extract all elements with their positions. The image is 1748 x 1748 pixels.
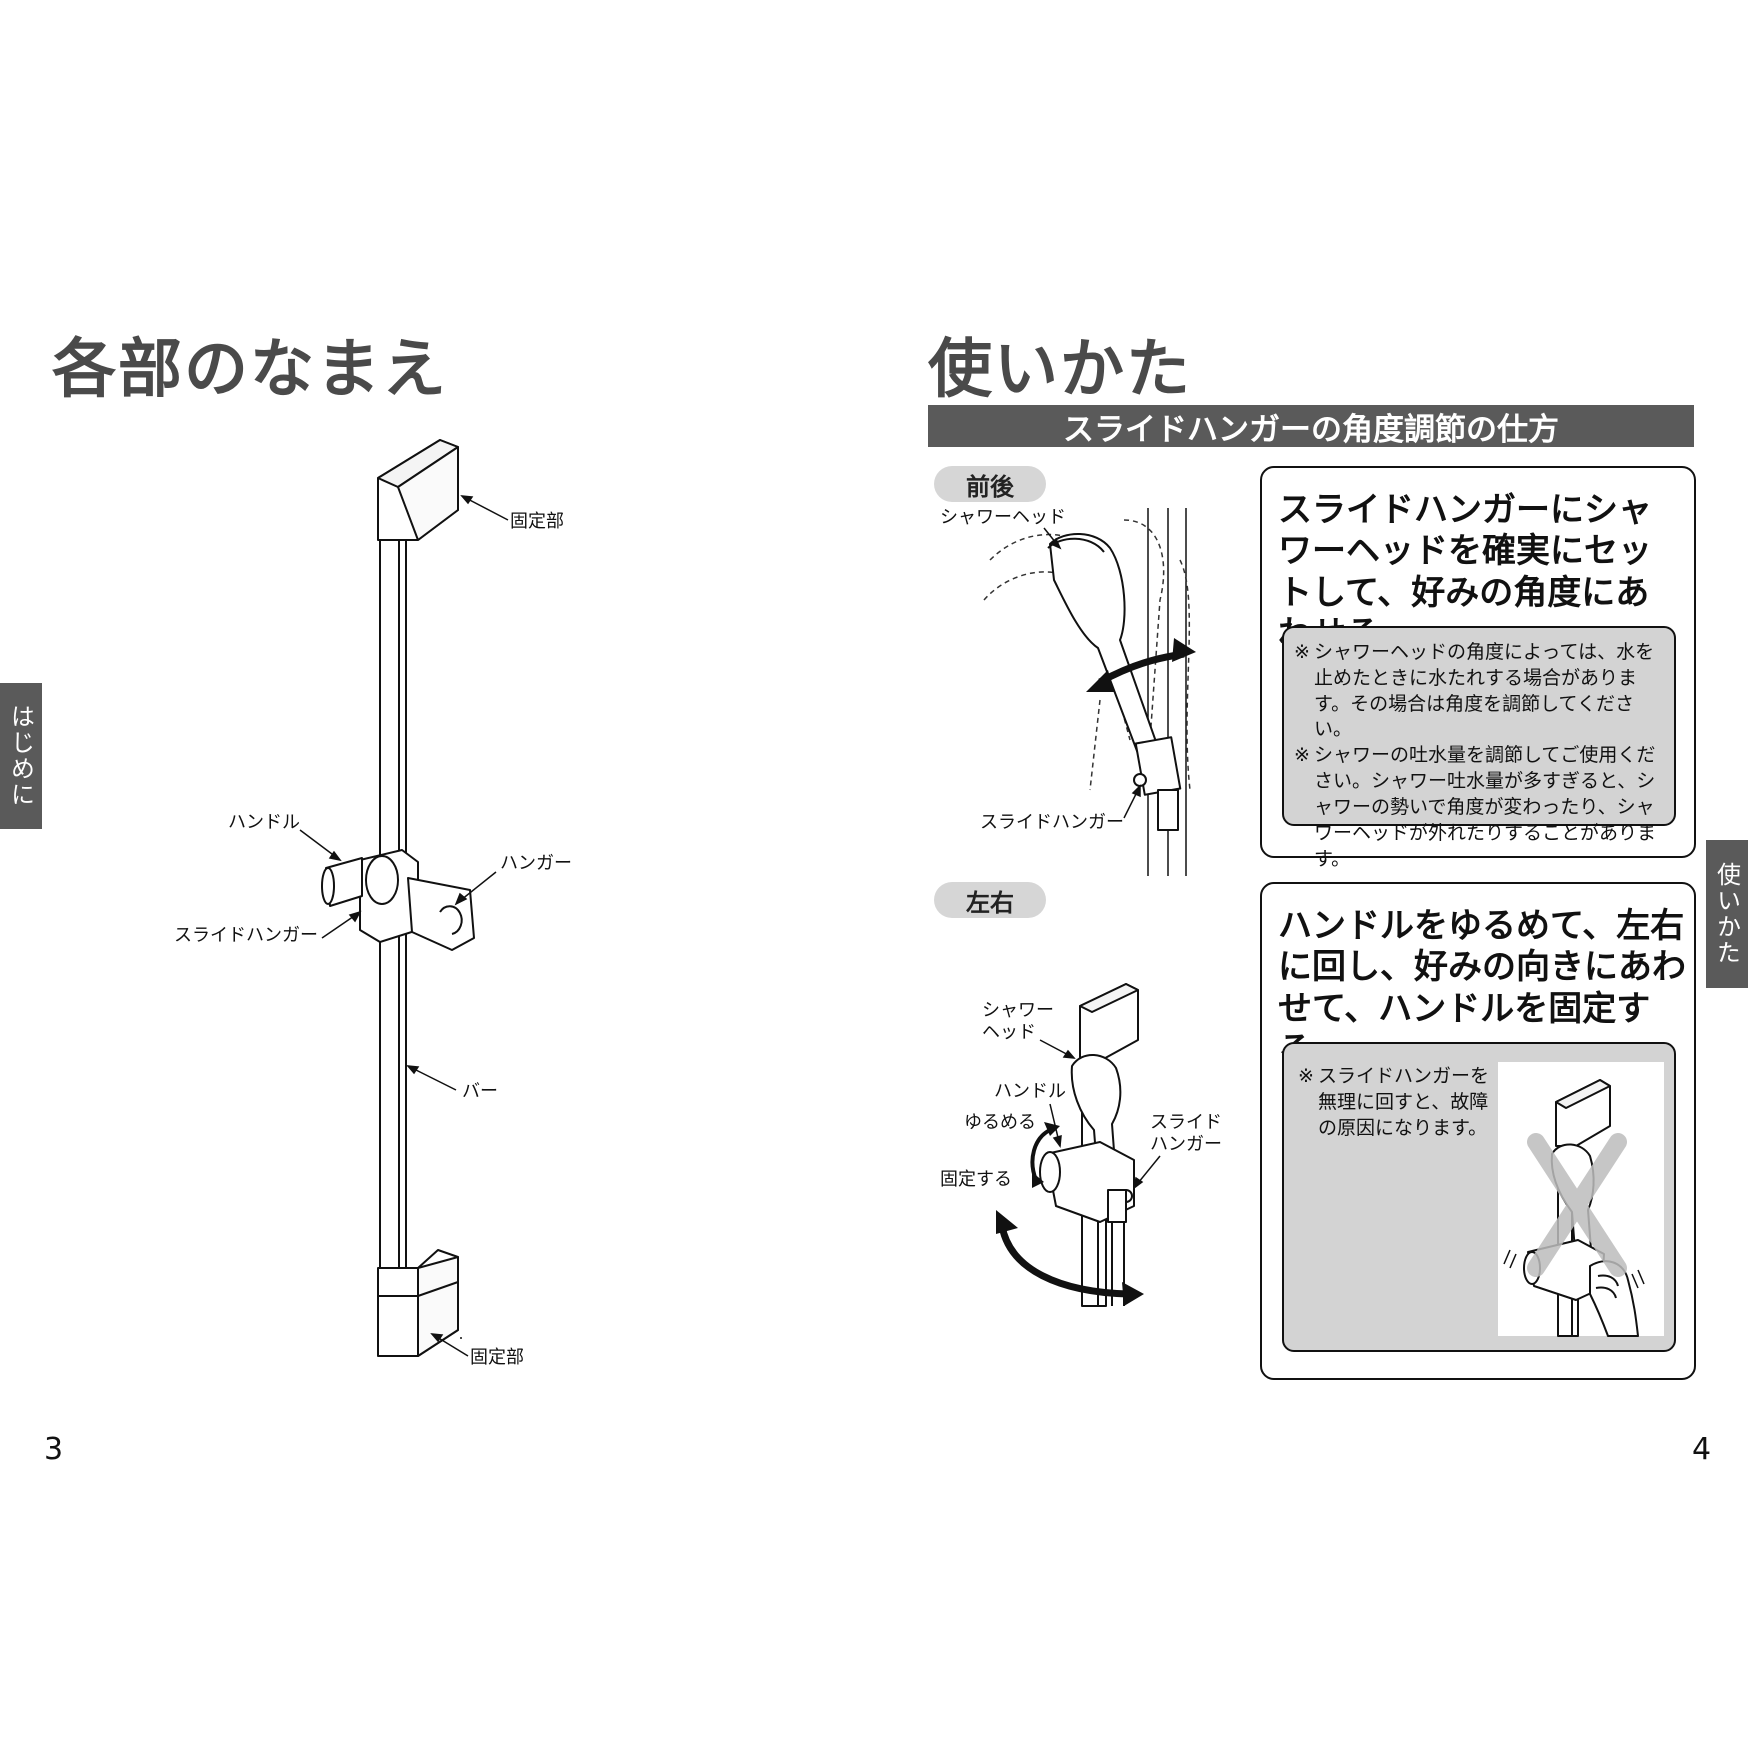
note-mark: ※ <box>1298 1065 1314 1087</box>
note-mark: ※ <box>1294 744 1310 767</box>
label-slide-hanger-front-back: スライドハンガー <box>980 812 1124 833</box>
note-text-1: シャワーヘッドの角度によっては、水を止めたときに水たれする場合があります。その場… <box>1314 641 1655 741</box>
label-handle-left-right: ハンドル <box>994 1081 1066 1102</box>
label-fix: 固定する <box>940 1169 1012 1190</box>
label-slide-hanger: スライドハンガー <box>174 925 318 946</box>
page-title-right: 使いかた <box>928 333 1192 407</box>
warning-illustration-panel <box>1498 1062 1664 1337</box>
label-bar: バー <box>462 1081 498 1102</box>
card-left-right: ハンドルをゆるめて、左右に回し、好みの向きにあわせて、ハンドルを固定する。 ※ … <box>1260 882 1696 1380</box>
section-header: スライドハンガーの角度調節の仕方 <box>928 405 1694 448</box>
note-box-left-right: ※ スライドハンガーを無理に回すと、故障の原因になります。 <box>1282 1042 1676 1352</box>
note-text-2: シャワーの吐水量を調節してご使用ください。シャワー吐水量が多すぎると、シャワーの… <box>1314 744 1657 870</box>
label-handle: ハンドル <box>228 812 300 833</box>
pill-front-back: 前後 <box>934 466 1046 502</box>
page-number-right: 4 <box>1692 1432 1712 1467</box>
page-number-left: 3 <box>44 1432 64 1467</box>
label-loosen: ゆるめる <box>964 1112 1036 1133</box>
label-shower-head-left-right: シャワー ヘッド <box>982 1000 1054 1043</box>
label-slide-hanger-left-right: スライド ハンガー <box>1150 1112 1222 1155</box>
warning-illustration <box>1503 1079 1645 1337</box>
label-hanger: ハンガー <box>500 853 572 874</box>
card-front-back: スライドハンガーにシャワーヘッドを確実にセットして、好みの角度にあわせる。 ※ … <box>1260 466 1696 870</box>
note-text-left-right: スライドハンガーを無理に回すと、故障の原因になります。 <box>1318 1065 1490 1139</box>
side-tab-usage[interactable]: 使いかた <box>1706 840 1748 988</box>
note-mark: ※ <box>1294 641 1310 663</box>
note-box-front-back: ※ シャワーヘッドの角度によっては、水を止めたときに水たれする場合があります。そ… <box>1282 626 1676 870</box>
page-title-left: 各部のなまえ <box>52 333 448 407</box>
label-fixed-part-top: 固定部 <box>510 511 564 532</box>
note-item-1: ※ シャワーヘッドの角度によっては、水を止めたときに水たれする場合があります。そ… <box>1294 640 1666 743</box>
label-fixed-part-bottom: 固定部 <box>470 1347 524 1368</box>
card-left-right-heading: ハンドルをゆるめて、左右に回し、好みの向きにあわせて、ハンドルを固定する。 <box>1278 906 1686 1070</box>
note-item-left-right: ※ スライドハンガーを無理に回すと、故障の原因になります。 <box>1298 1064 1492 1141</box>
pill-left-right: 左右 <box>934 882 1046 918</box>
note-item-2: ※ シャワーの吐水量を調節してご使用ください。シャワー吐水量が多すぎると、シャワ… <box>1294 743 1666 872</box>
side-tab-introduction[interactable]: はじめに <box>0 683 42 829</box>
label-shower-head-front-back: シャワーヘッド <box>940 507 1066 528</box>
